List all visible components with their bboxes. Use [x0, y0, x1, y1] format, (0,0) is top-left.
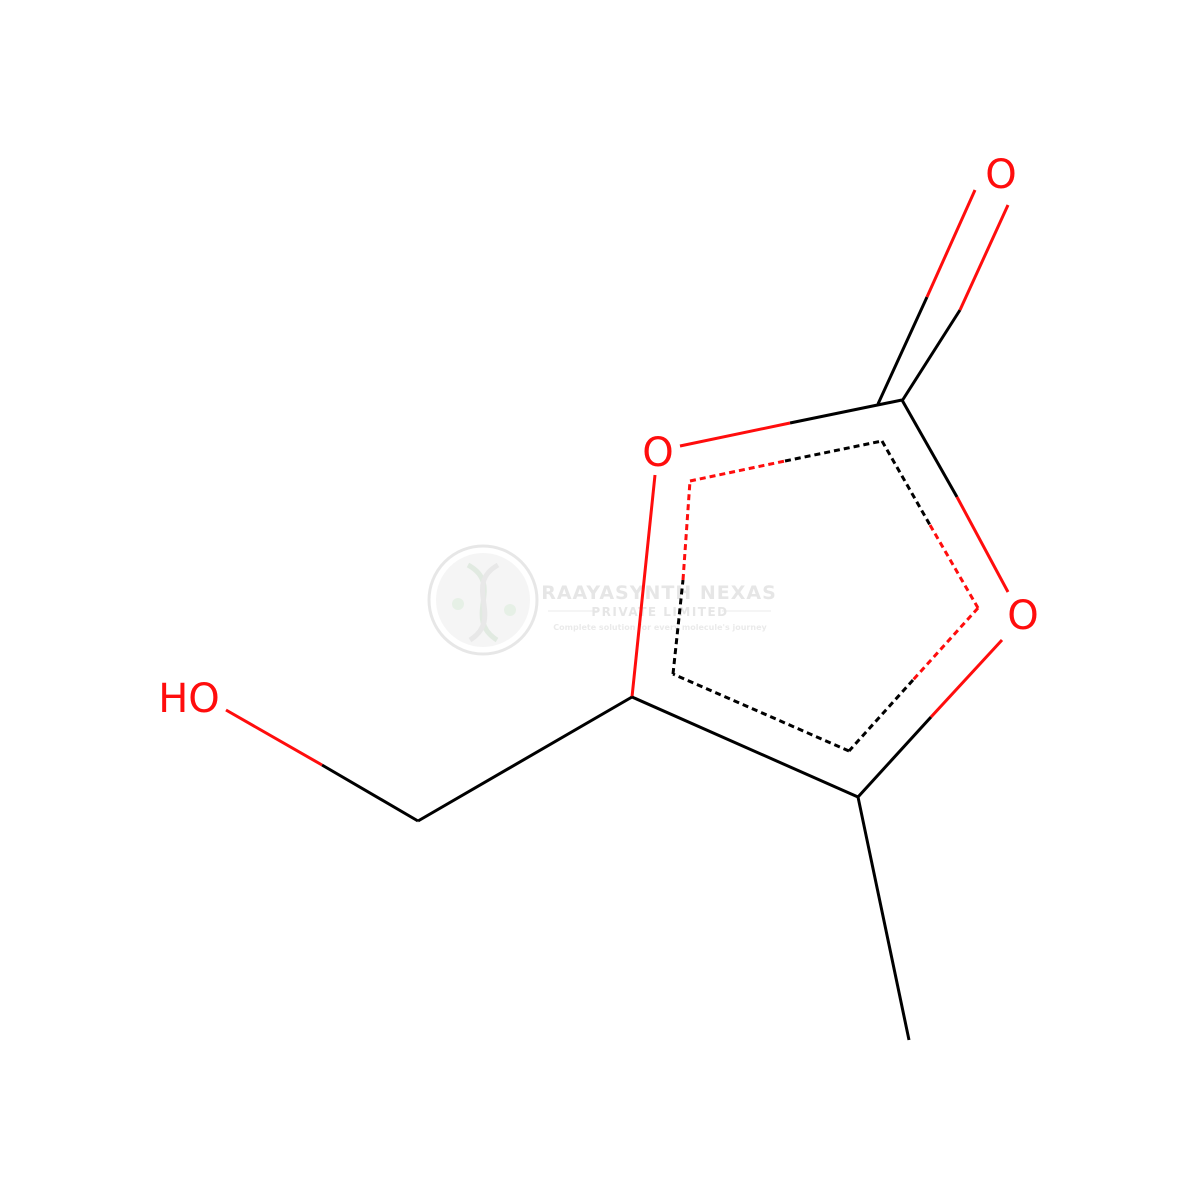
watermark-subtitle: PRIVATE LIMITED	[591, 605, 728, 619]
atom-ring-oxygen-left: O	[642, 430, 673, 476]
watermark-title: RAAYASYNTH NEXAS	[541, 582, 777, 604]
bond-ring-c2-o1-black	[789, 398, 903, 425]
watermark-tagline: Complete solution for every molecule's j…	[553, 623, 767, 632]
atom-hydroxyl: HO	[158, 676, 220, 722]
bond-carbonyl-outer-red	[925, 189, 977, 298]
bond-ring-c4-o3-red	[929, 638, 1004, 719]
aromatic-dash-right-red	[928, 524, 980, 609]
aromatic-dash-left-black	[671, 579, 685, 675]
watermark: RAAYASYNTH NEXAS PRIVATE LIMITED Complet…	[427, 544, 777, 656]
atom-labels: O O O HO	[158, 152, 1039, 722]
bonds	[225, 189, 1010, 1041]
aromatic-dash-lowright-red	[911, 606, 980, 682]
atom-ring-oxygen-right: O	[1007, 593, 1038, 639]
aromatic-dash-bottom	[672, 672, 850, 753]
bond-methyl	[856, 796, 911, 1041]
bond-ring-c2-o1-red	[679, 421, 791, 448]
aromatic-dashes	[671, 439, 980, 753]
aromatic-dash-lowright-black	[847, 678, 915, 753]
bond-ch2-oh-red	[225, 708, 323, 767]
bond-ring-c5-c4	[631, 695, 859, 799]
bond-ring-c2-o3-red	[955, 496, 1010, 593]
bond-ring-c2-o3-black	[900, 399, 959, 498]
atom-carbonyl-oxygen: O	[985, 152, 1016, 198]
bond-c5-ch2	[417, 695, 633, 823]
aromatic-dash-left-red	[681, 480, 692, 581]
aromatic-dash-top-black	[784, 439, 883, 463]
aromatic-dash-top-red	[689, 459, 786, 483]
bond-carbonyl-outer-black	[876, 296, 929, 405]
bond-carbonyl-inner-black	[900, 309, 962, 402]
bond-ring-o1-c5	[630, 474, 657, 698]
dna-helix-logo	[427, 544, 539, 656]
aromatic-dash-right-black	[880, 440, 932, 526]
bond-ring-c4-o3-black	[856, 715, 933, 799]
bond-ch2-oh-black	[321, 763, 419, 823]
bond-carbonyl-inner-red	[958, 204, 1010, 311]
